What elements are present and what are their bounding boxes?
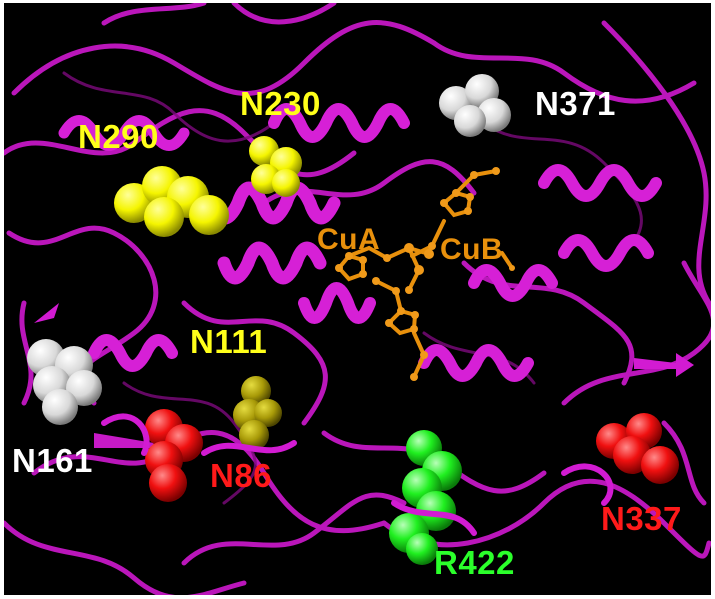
- helix-lower: [88, 282, 534, 382]
- residue-N337-spheres: [596, 413, 679, 484]
- residue-R422-spheres: [389, 430, 462, 565]
- protein-ribbon-render: [4, 3, 711, 595]
- label-N86: N86: [210, 457, 273, 494]
- copper-ligand-atoms: [335, 167, 515, 381]
- label-N161: N161: [12, 442, 93, 479]
- label-CuB: CuB: [440, 233, 504, 266]
- helix-left-upper: [58, 115, 190, 151]
- label-N290: N290: [78, 118, 159, 155]
- helix-center: [207, 181, 341, 285]
- ribbon-foreground: [101, 413, 614, 536]
- label-CuA: CuA: [317, 223, 381, 256]
- protein-structure-figure: N290 N230 N371 CuA CuB N111 N161 N86 N33…: [4, 3, 711, 595]
- residue-N290-spheres: [114, 166, 229, 237]
- residue-N161-spheres: [27, 339, 102, 425]
- label-N371: N371: [535, 85, 616, 122]
- residue-N371-spheres: [439, 74, 511, 137]
- residue-N230-spheres: [249, 136, 302, 197]
- helix-right: [468, 164, 662, 302]
- helix-center-upper: [268, 103, 410, 143]
- label-N230: N230: [240, 85, 321, 122]
- residue-N111-spheres: [233, 376, 282, 450]
- label-N337: N337: [601, 500, 682, 537]
- residue-N86-spheres: [145, 409, 203, 502]
- label-N111: N111: [190, 323, 268, 360]
- label-R422: R422: [434, 544, 515, 581]
